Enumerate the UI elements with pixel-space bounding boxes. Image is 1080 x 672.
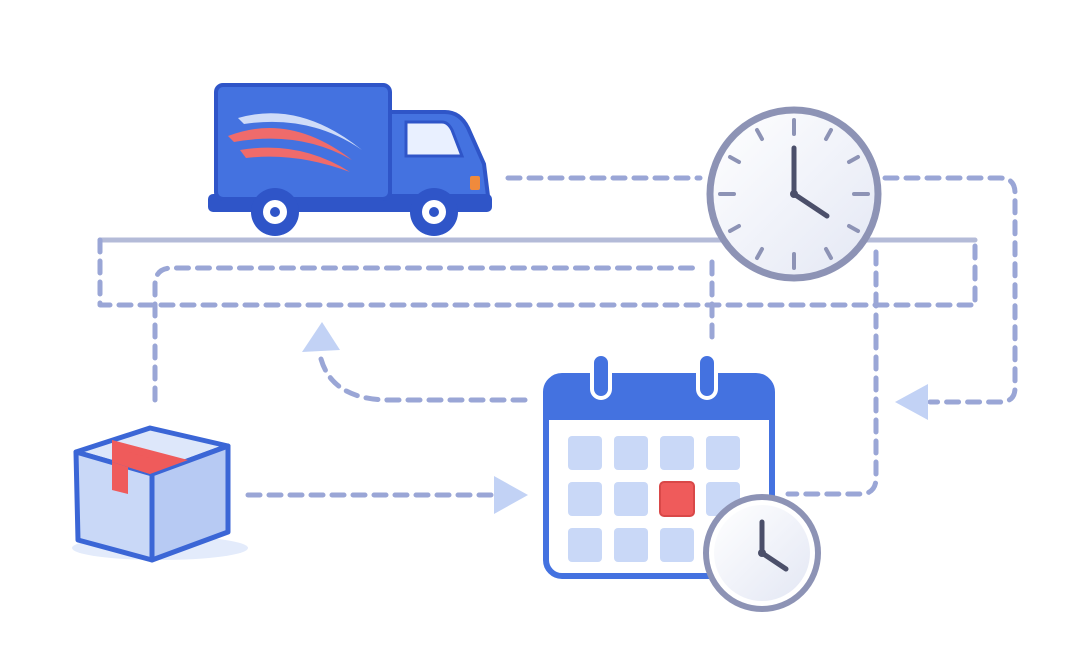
package-box-icon bbox=[72, 425, 248, 563]
calendar-day bbox=[568, 528, 602, 562]
wall-clock-icon bbox=[706, 106, 882, 282]
calendar-day-grid bbox=[568, 436, 740, 562]
calendar-day bbox=[614, 528, 648, 562]
arrowheads bbox=[302, 322, 928, 514]
arrowhead-up bbox=[302, 322, 340, 352]
outer-loop-connector bbox=[97, 237, 978, 308]
arrowhead-right bbox=[494, 476, 528, 514]
arrowhead-left bbox=[895, 384, 928, 420]
package-to-loop-connector bbox=[152, 265, 703, 403]
small-clock-icon bbox=[703, 494, 821, 612]
clock-to-calendar-connector bbox=[882, 175, 1018, 405]
calendar-day bbox=[706, 436, 740, 470]
delivery-truck-icon bbox=[208, 83, 492, 236]
calendar-day bbox=[660, 528, 694, 562]
calendar-day bbox=[614, 436, 648, 470]
calendar-day bbox=[568, 482, 602, 516]
calendar-day bbox=[660, 436, 694, 470]
calendar-day bbox=[614, 482, 648, 516]
calendar-day-highlighted bbox=[659, 481, 695, 517]
calendar-to-truck-connector bbox=[317, 352, 528, 403]
clock-to-calendar-bottom-connector bbox=[785, 249, 879, 497]
calendar-day bbox=[568, 436, 602, 470]
